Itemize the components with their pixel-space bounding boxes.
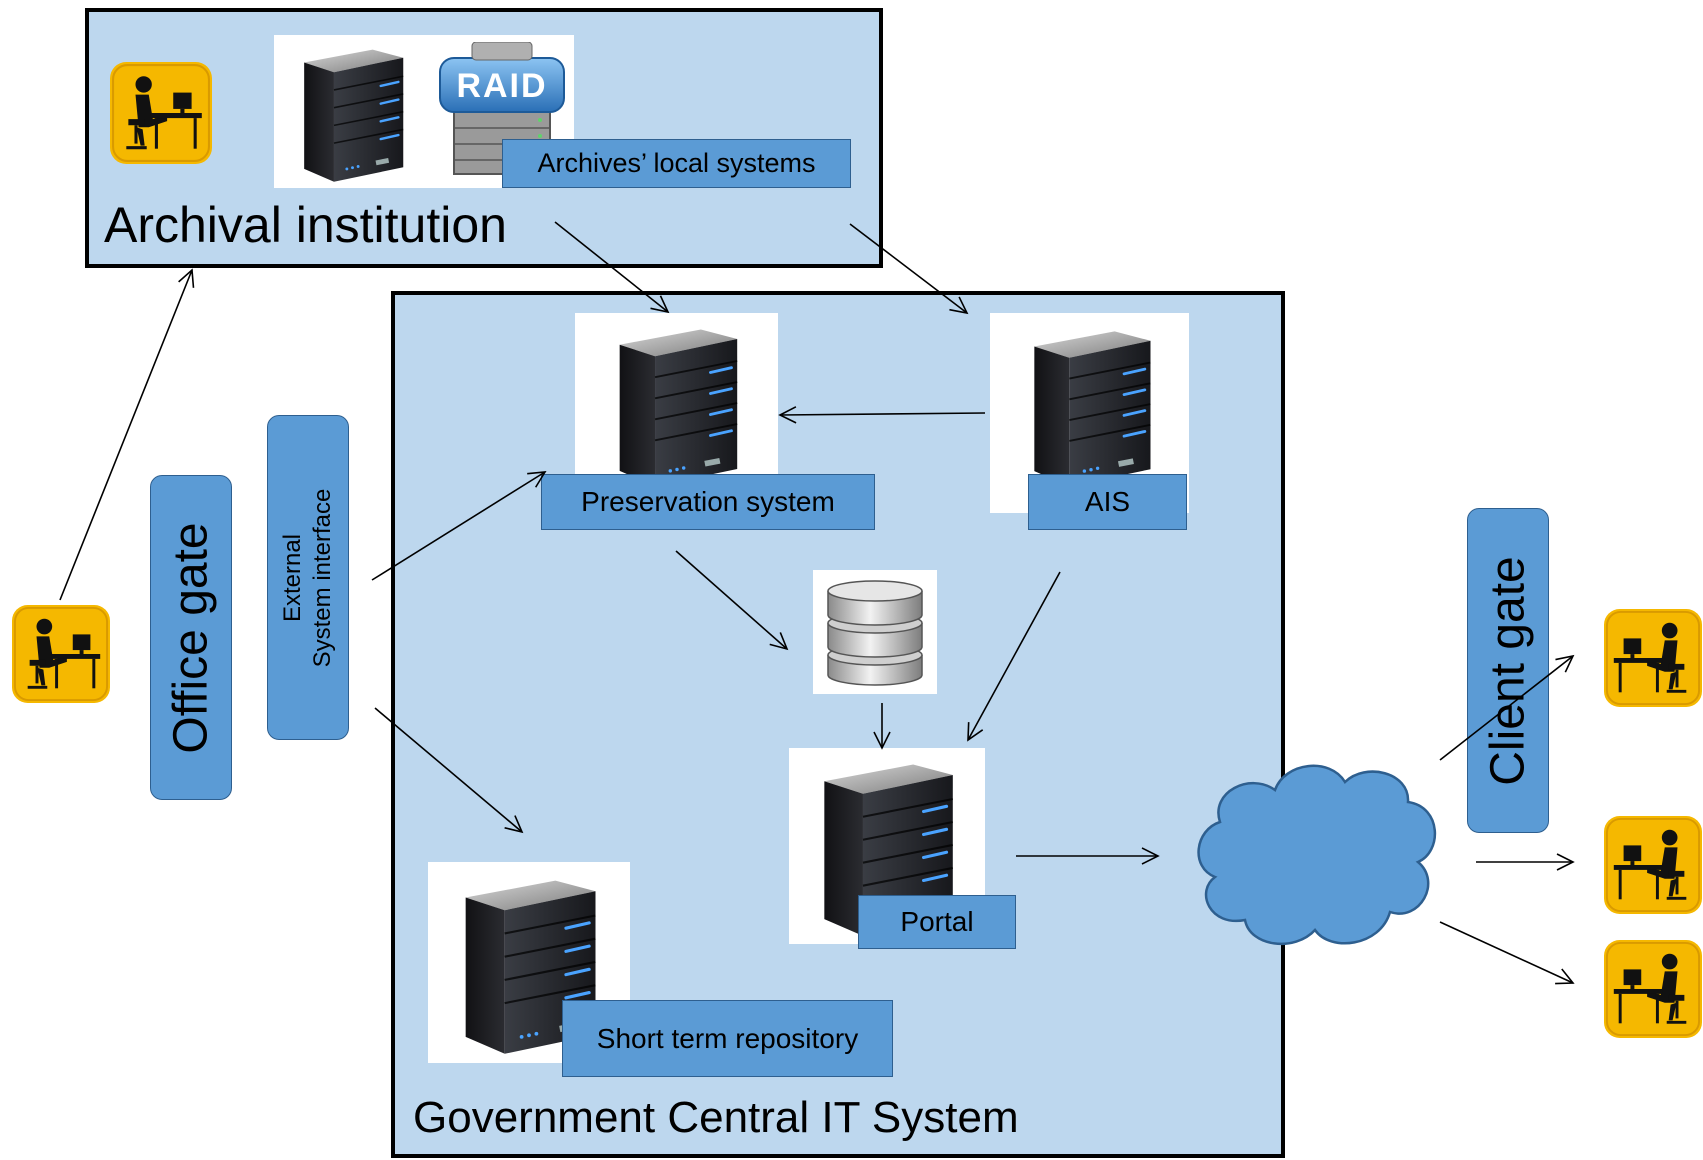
- short-term-repository-text: Short term repository: [596, 1022, 859, 1054]
- portal-label: Portal: [858, 895, 1016, 949]
- external-system-interface-label: External System interface: [267, 415, 349, 740]
- arrow-interface-to-preservation: [371, 471, 547, 581]
- client-gate-label: Client gate: [1467, 508, 1549, 833]
- database-icon: [827, 580, 923, 686]
- office-gate-label: Office gate: [150, 475, 232, 800]
- arrow-ais-to-preservation: [778, 406, 986, 424]
- raid-text: RAID: [456, 67, 547, 105]
- archives-local-systems-text: Archives’ local systems: [537, 148, 816, 178]
- government-central-it-title: Government Central IT System: [413, 1093, 1019, 1142]
- arrow-ais-to-portal: [967, 571, 1061, 742]
- portal-text: Portal: [900, 906, 974, 937]
- ais-text: AIS: [1084, 486, 1131, 517]
- cloud-icon: [1197, 764, 1437, 945]
- arrow-local-systems-to-ais: [849, 223, 969, 315]
- ais-label: AIS: [1028, 474, 1187, 530]
- arrow-cloud-to-client-3: [1439, 921, 1575, 985]
- arrow-office-to-archival: [59, 268, 195, 601]
- arrow-cloud-to-client-1: [1439, 654, 1575, 761]
- preservation-system-text: Preservation system: [581, 486, 835, 517]
- arrow-interface-to-short-term: [374, 707, 524, 834]
- arrow-preservation-to-database: [675, 550, 789, 651]
- preservation-system-label: Preservation system: [541, 474, 875, 530]
- archives-local-systems-label: Archives’ local systems: [502, 139, 851, 188]
- archival-institution-title: Archival institution: [104, 197, 507, 253]
- short-term-repository-label: Short term repository: [562, 1000, 893, 1077]
- arrow-archival-to-preservation: [554, 221, 670, 314]
